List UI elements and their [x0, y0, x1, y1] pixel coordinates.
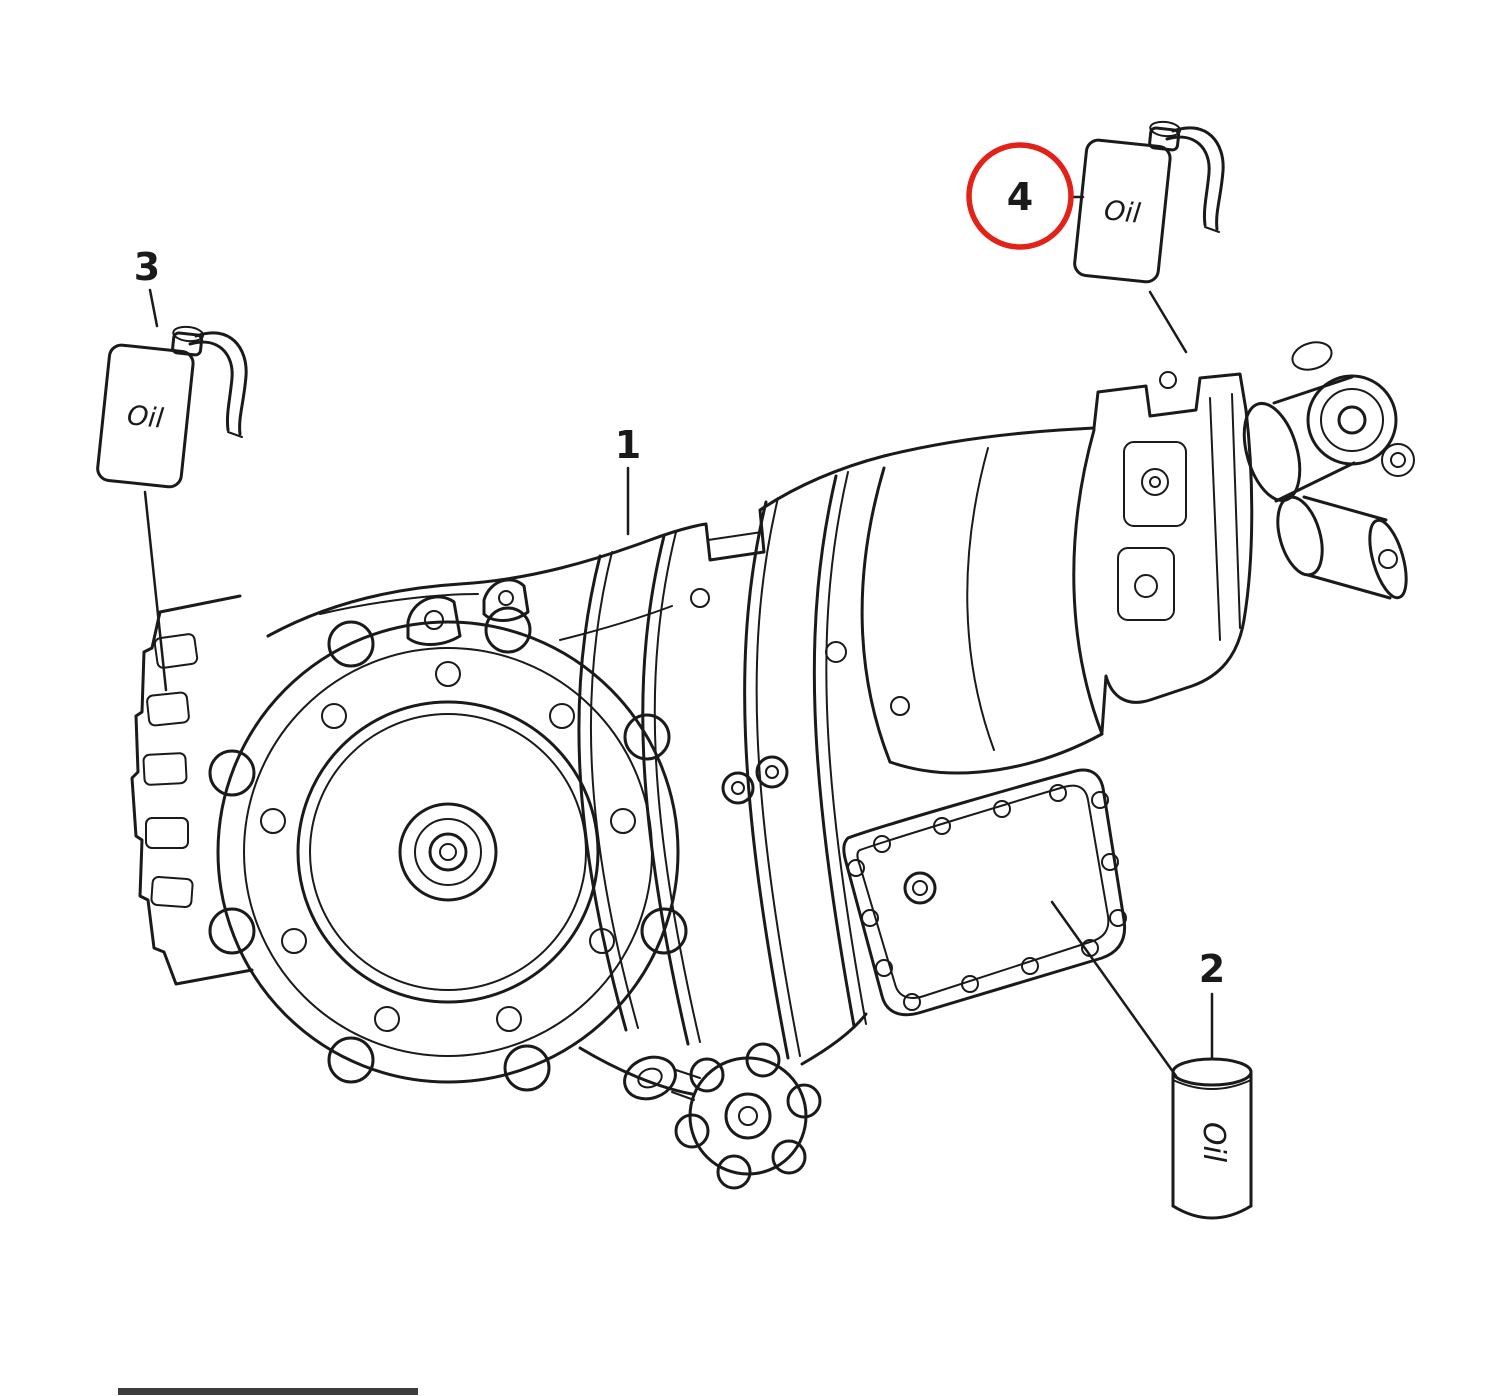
- oil-bottle-left-spout: [188, 331, 248, 438]
- callout-2-number[interactable]: 2: [1199, 947, 1225, 991]
- oil-bottle-left-label: Oil: [126, 400, 166, 435]
- rear-housing: [1092, 371, 1254, 734]
- left-flange: [130, 594, 254, 986]
- oil-bottle-left[interactable]: Oil: [96, 319, 248, 489]
- callout-1-number[interactable]: 1: [615, 423, 641, 467]
- bottom-cover: [623, 1042, 822, 1190]
- bell-housing: [208, 606, 688, 1092]
- oil-can-label: Oil: [1196, 1122, 1231, 1163]
- mounting-ears: [406, 578, 530, 646]
- output-flange-assembly: [1242, 341, 1415, 600]
- highlight-circle: [966, 142, 1074, 250]
- leader-lines: [143, 195, 1214, 1078]
- main-case-cylinder: [860, 428, 1104, 775]
- case-silhouette: [266, 426, 1096, 1096]
- oil-bottle-right-label: Oil: [1103, 195, 1143, 230]
- oil-pan: [842, 768, 1127, 1017]
- callout-4-part-leader: [1148, 290, 1188, 354]
- callout-4-number[interactable]: 4: [1007, 175, 1033, 219]
- transmission-assembly-drawing[interactable]: [130, 338, 1415, 1190]
- callout-3-number[interactable]: 3: [134, 245, 160, 289]
- scan-artifact: [118, 1388, 418, 1395]
- oil-bottle-right[interactable]: Oil: [1073, 114, 1225, 284]
- oil-bottle-right-spout: [1165, 126, 1225, 233]
- callout-3-part-leader: [143, 490, 168, 692]
- callout-3-leader: [148, 288, 159, 328]
- drum-ribs: [577, 471, 867, 1060]
- callout-2-part-leader: [1050, 900, 1178, 1078]
- oil-can[interactable]: Oil: [1171, 1057, 1253, 1220]
- case-bolt-bosses: [690, 588, 910, 805]
